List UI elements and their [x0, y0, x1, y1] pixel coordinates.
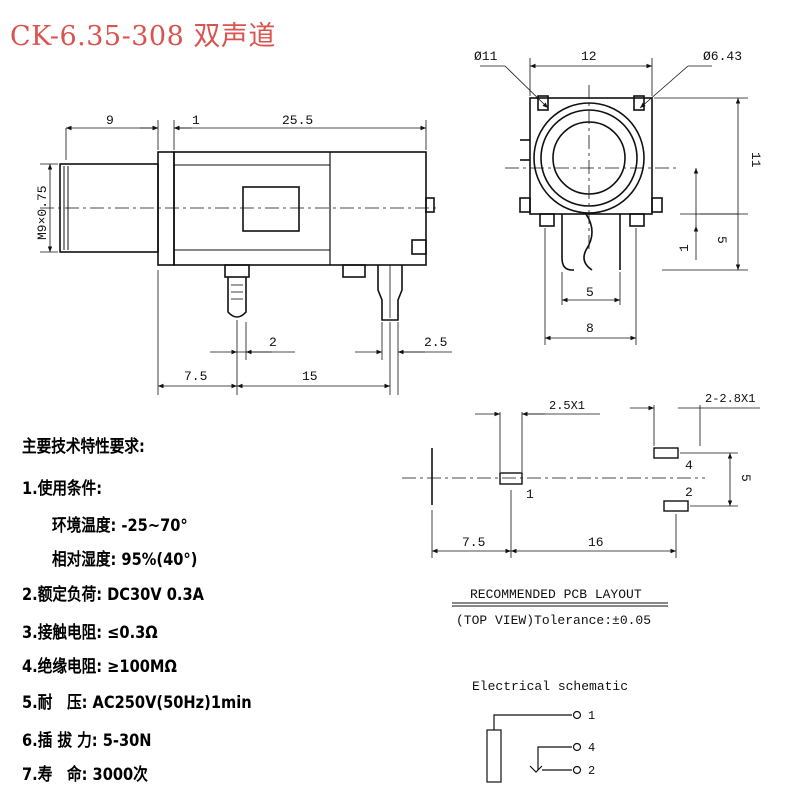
spec-item: 1.使用条件:: [22, 479, 103, 499]
spec-item: 环境温度: -25~70°: [52, 516, 188, 536]
dim-center-height: 5: [714, 236, 729, 244]
dim-front-width: 12: [581, 49, 597, 64]
dim-pin-offset: 1: [677, 244, 692, 252]
schematic-labels: Electrical schematic 1 4 2: [472, 679, 628, 778]
front-view-dimensions: [480, 58, 748, 345]
dim-pad-size: 2-2.8X1: [705, 392, 755, 406]
spec-item: 6.插 拔 力: 5-30N: [22, 731, 152, 751]
spec-item: 7.寿 命: 3000次: [22, 765, 148, 785]
dim-foot-span: 8: [586, 321, 594, 336]
side-view: [40, 151, 440, 321]
dim-front-height: 11: [748, 152, 763, 168]
dim-pin-tail: 2.5: [424, 335, 447, 350]
schematic-pin-1: 1: [588, 709, 595, 723]
dim-pcb-pitch: 5: [738, 474, 753, 482]
pcb-pin-1: 1: [526, 487, 534, 502]
dim-outer-diameter: Ø11: [474, 49, 498, 64]
dim-pin-gap: 2: [269, 335, 277, 350]
pcb-layout: [402, 405, 760, 607]
spec-item: 2.额定负荷: DC30V 0.3A: [22, 585, 204, 605]
electrical-schematic: [486, 710, 582, 783]
dim-body-length: 25.5: [282, 113, 313, 128]
dim-thread: M9×0.75: [35, 185, 50, 240]
spec-item: 3.接触电阻: ≤0.3Ω: [22, 623, 158, 643]
front-view: [505, 85, 680, 271]
pcb-labels: 2.5X1 2-2.8X1 1 4 2 5 7.5 16 RECOMMENDED…: [456, 392, 755, 628]
dim-inner-diameter: Ø6.43: [703, 49, 742, 64]
dim-front-pin-span: 5: [586, 285, 594, 300]
schematic-pin-2: 2: [588, 764, 595, 778]
dim-pin-span: 15: [302, 369, 318, 384]
spec-item: 4.绝缘电阻: ≥100MΩ: [22, 657, 177, 677]
side-view-dim-labels: 9 1 25.5 M9×0.75 2 2.5 7.5 15: [35, 113, 447, 384]
pcb-caption-tolerance: (TOP VIEW)Tolerance:±0.05: [456, 613, 651, 628]
dim-front-length: 9: [106, 113, 114, 128]
front-view-dim-labels: Ø11 12 Ø6.43 11 5 1 5 8: [474, 49, 763, 336]
pcb-pin-2: 2: [685, 485, 693, 500]
schematic-pin-4: 4: [588, 741, 595, 755]
spec-item: 5.耐 压: AC250V(50Hz)1min: [22, 693, 252, 713]
spec-item: 相对湿度: 95%(40°): [52, 550, 198, 570]
drawing-title: CK-6.35-308 双声道: [10, 21, 276, 52]
pcb-pin-4: 4: [685, 458, 693, 473]
dim-pcb-span: 16: [588, 535, 604, 550]
dim-pad1-size: 2.5X1: [549, 399, 585, 413]
pcb-caption-title: RECOMMENDED PCB LAYOUT: [470, 587, 642, 602]
spec-heading: 主要技术特性要求:: [22, 437, 145, 457]
schematic-title: Electrical schematic: [472, 679, 628, 694]
dim-flange: 1: [192, 113, 200, 128]
dim-pcb-offset: 7.5: [462, 535, 485, 550]
dim-left-offset: 7.5: [184, 369, 207, 384]
side-view-dimensions: [40, 120, 452, 395]
